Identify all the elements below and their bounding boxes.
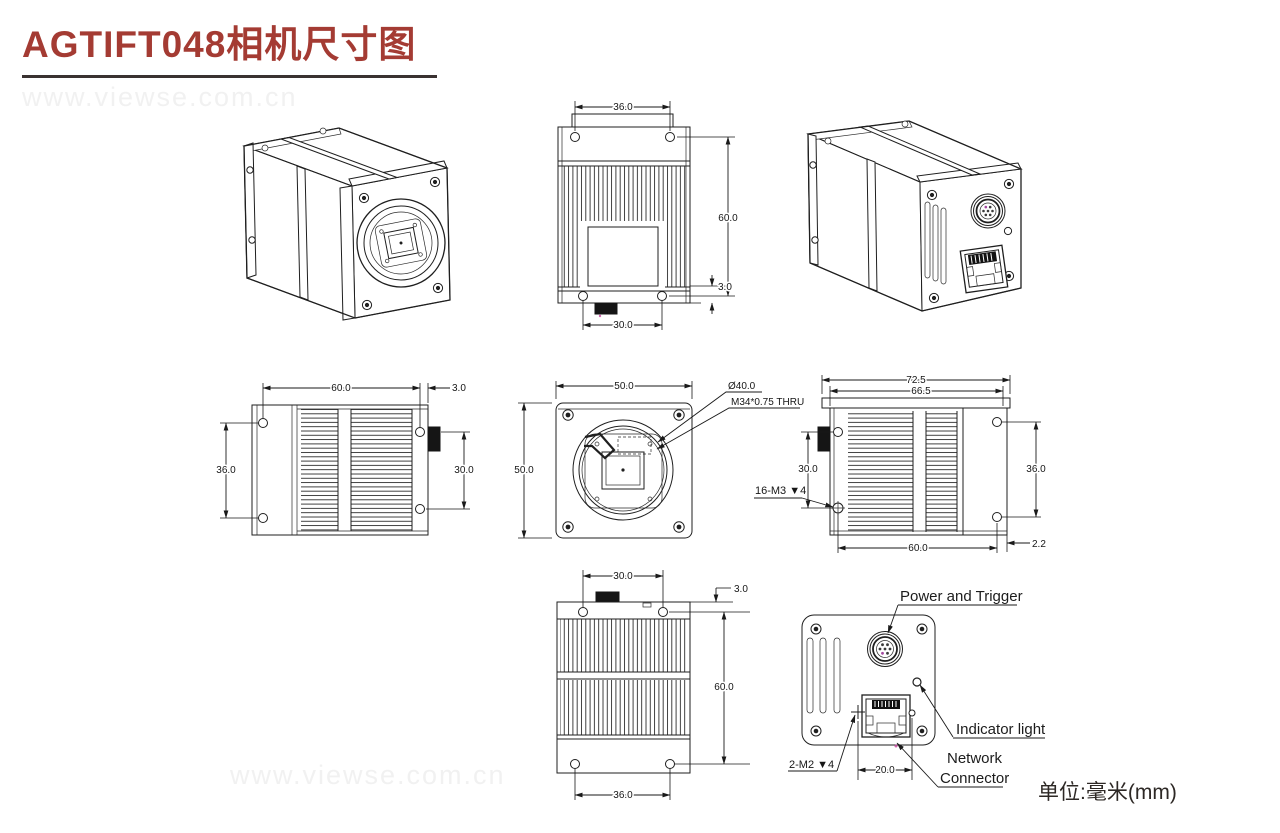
indicator-label: Indicator light xyxy=(956,721,1046,738)
dim-offset: 3.0 xyxy=(452,383,466,394)
m2-screw-hole xyxy=(851,705,865,719)
power-connector xyxy=(867,631,903,667)
mount-hole xyxy=(258,418,268,428)
mount-hole xyxy=(570,759,580,769)
view-iso-rear xyxy=(806,120,1023,312)
dim-right-holes: 30.0 xyxy=(454,465,474,476)
watermark-bottom: www.viewse.com.cn xyxy=(230,760,506,790)
view-side-bottom: 30.0 3.0 60.0 36.0 xyxy=(556,570,750,803)
screw-hole xyxy=(901,120,909,128)
top-front-band xyxy=(348,160,448,187)
mount-hole xyxy=(570,132,580,142)
dim-top-holes: 36.0 xyxy=(613,102,633,113)
vent-slots-iso xyxy=(924,201,947,285)
front-corner-screws xyxy=(358,176,444,311)
connector-tab xyxy=(817,426,831,452)
screw-hole xyxy=(248,236,256,244)
mount-hole xyxy=(658,607,668,617)
dim-offset: 3.0 xyxy=(718,282,732,293)
dim-left-holes: 36.0 xyxy=(216,465,236,476)
mount-hole xyxy=(657,291,667,301)
connector-tab xyxy=(427,426,441,452)
sensor xyxy=(601,451,645,490)
bayonet-latch xyxy=(584,432,616,460)
screw-hole xyxy=(809,161,817,169)
mount-hole xyxy=(833,427,843,437)
view-top: 60.0 3.0 36.0 30.0 xyxy=(215,382,476,536)
dim-height: 50.0 xyxy=(514,465,534,476)
m2-screw-hole-right xyxy=(908,709,916,717)
dim-bottom-holes: 30.0 xyxy=(613,320,633,331)
dim-outer-width: 72.5 xyxy=(906,375,926,386)
view-iso-front xyxy=(242,127,451,321)
view-side-top: 36.0 60.0 3.0 30.0 xyxy=(557,101,740,333)
network-label-line2: Connector xyxy=(940,770,1009,787)
mount-hole xyxy=(258,513,268,523)
mount-hole xyxy=(665,132,675,142)
dim-right-holes: 36.0 xyxy=(1026,464,1046,475)
callout-thread: M34*0.75 THRU xyxy=(731,397,804,408)
network-connector xyxy=(861,694,911,738)
view-rear-panel: Power and Trigger Indicator light Networ… xyxy=(788,588,1046,788)
network-connector-iso xyxy=(959,244,1009,294)
unit-note: 单位:毫米(mm) xyxy=(1038,781,1177,804)
dim-top-holes: 30.0 xyxy=(613,571,633,582)
dim-height: 60.0 xyxy=(714,682,734,693)
dim-connector-width: 20.0 xyxy=(875,765,895,776)
dim-edge: 2.2 xyxy=(1032,539,1046,550)
corner-screws xyxy=(562,409,685,533)
connector-tab xyxy=(594,302,618,315)
indicator-hole-iso xyxy=(1003,226,1013,236)
power-trigger-label: Power and Trigger xyxy=(900,588,1023,605)
power-connector-iso xyxy=(970,193,1006,229)
dim-left-holes: 30.0 xyxy=(798,464,818,475)
mount-hole xyxy=(665,759,675,769)
page-title: AGTIFT048相机尺寸图 xyxy=(22,24,417,65)
mount-hole xyxy=(578,607,588,617)
mount-hole xyxy=(992,512,1002,522)
screw-hole xyxy=(811,236,819,244)
rear-corner-screws xyxy=(926,178,1015,304)
vent-slots xyxy=(806,637,841,714)
thread-note: 16-M3 ▼4 xyxy=(755,485,806,497)
view-side-right: 72.5 66.5 30.0 36.0 60.0 2.2 16-M3 ▼4 xyxy=(754,374,1048,556)
lens-mount xyxy=(572,419,674,521)
title-underline xyxy=(22,75,437,78)
mount-hole xyxy=(578,291,588,301)
connector-tab xyxy=(595,591,620,603)
view-front-face: Ø40.0 M34*0.75 THRU 50.0 50.0 xyxy=(513,380,806,539)
mount-hole xyxy=(415,427,425,437)
dim-inner-width: 66.5 xyxy=(911,386,931,397)
dim-offset: 3.0 xyxy=(734,584,748,595)
indicator-light-hole xyxy=(912,677,922,687)
screw-hole xyxy=(824,137,832,145)
corner-screws xyxy=(810,623,928,737)
lens-mount-iso xyxy=(356,198,446,288)
screw-hole xyxy=(246,166,254,174)
label-plate xyxy=(587,226,659,287)
dim-width: 50.0 xyxy=(614,381,634,392)
watermark-top: www.viewse.com.cn xyxy=(22,82,298,112)
thread-note: 2-M2 ▼4 xyxy=(789,759,834,771)
mount-hole xyxy=(992,417,1002,427)
dim-width: 60.0 xyxy=(331,383,351,394)
screw-hole xyxy=(261,144,269,152)
dim-bottom-holes: 36.0 xyxy=(613,790,633,801)
mount-hole xyxy=(415,504,425,514)
dim-bottom-width: 60.0 xyxy=(908,543,928,554)
network-label-line1: Network xyxy=(947,750,1003,767)
callout-diameter: Ø40.0 xyxy=(728,381,756,392)
dim-height: 60.0 xyxy=(718,213,738,224)
screw-hole xyxy=(319,127,327,135)
